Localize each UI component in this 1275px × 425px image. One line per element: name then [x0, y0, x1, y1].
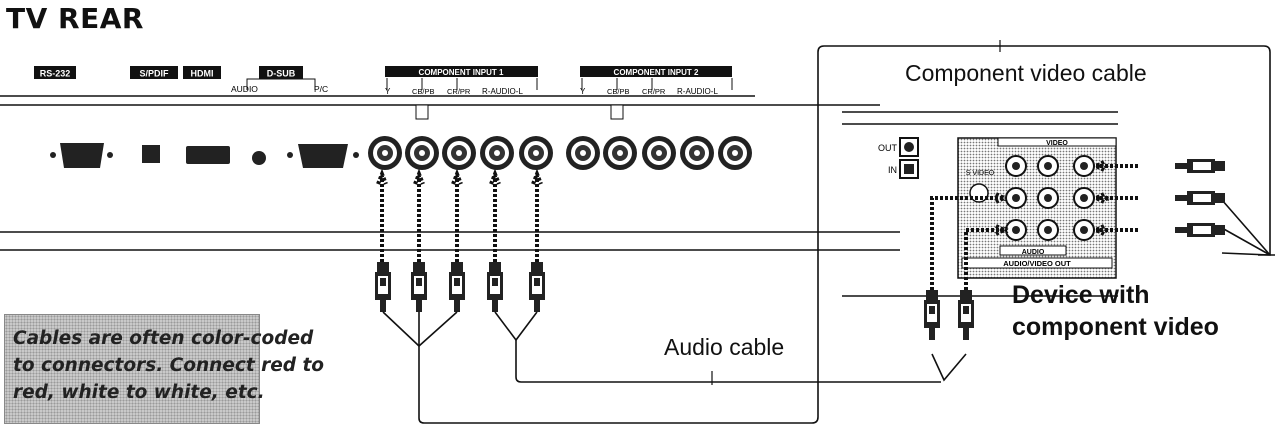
hdmi-label: HDMI	[191, 69, 214, 79]
device-label-line2: component video	[1012, 313, 1219, 341]
component-video-cable	[418, 45, 1271, 424]
hdmi-label-bg	[183, 66, 221, 79]
device-video-label: VIDEO	[1046, 140, 1068, 147]
comp2-label-bg	[580, 66, 732, 77]
comp2-audio: R-AUDIO-L	[677, 87, 718, 96]
spdif-label-bg	[130, 66, 178, 79]
comp1-audio-r-jack	[480, 136, 514, 170]
device-audio-label: AUDIO	[1022, 249, 1045, 256]
device-jacks	[1005, 155, 1095, 241]
component-cable-fan	[382, 311, 458, 348]
cables	[382, 40, 1275, 424]
device-svideo-label: S VIDEO	[966, 170, 995, 177]
comp2-label: COMPONENT INPUT 2	[614, 68, 699, 77]
comp1-y: Y	[385, 87, 391, 96]
dsub-pc-label: P/C	[314, 84, 328, 94]
tip-line2: to connectors. Connect red to	[13, 355, 325, 376]
device-plugs	[924, 159, 1225, 340]
comp1-pb: CB/PB	[412, 87, 435, 96]
comp2-audio-r-jack	[680, 136, 714, 170]
comp1-pr-jack	[442, 136, 476, 170]
comp2-pr: CR/PR	[642, 87, 666, 96]
arrows	[376, 168, 543, 262]
device-label: Device with component video	[1012, 279, 1219, 343]
device-out-label: OUT	[878, 143, 898, 153]
tv-ports	[50, 136, 752, 170]
dsub-label-bg	[259, 66, 303, 79]
component-cable-label: Component video cable	[905, 60, 1147, 86]
spdif-label: S/PDIF	[139, 69, 169, 79]
device-y-label: Y	[1102, 164, 1107, 171]
component-cable-fan-device	[1221, 199, 1275, 256]
rs232-port-icon	[50, 143, 113, 168]
comp2-audio-l-jack	[718, 136, 752, 170]
tv-plugs	[375, 168, 545, 312]
comp2-pr-jack	[642, 136, 676, 170]
audio-cable-label: Audio cable	[664, 334, 785, 360]
spdif-port-icon	[142, 145, 160, 163]
vga-port-icon	[287, 144, 359, 168]
tv-port-labels: RS-232 S/PDIF HDMI D-SUB AUDIO P/C COMPO…	[34, 66, 733, 120]
page-title: TV REAR	[6, 2, 144, 35]
comp1-label-bg	[385, 66, 538, 77]
hdmi-port-icon	[186, 146, 230, 164]
dsub-label: D-SUB	[267, 69, 296, 79]
device-panel: OUT IN VIDEO S VIDEO L R Y Pb Pr AUDIO A…	[842, 111, 1118, 297]
comp1-pb-jack	[405, 136, 439, 170]
audio-cable-fan-tv	[494, 311, 538, 342]
comp2-y-jack	[566, 136, 600, 170]
comp1-audio: R-AUDIO-L	[482, 87, 523, 96]
device-r-label: R	[1003, 226, 1009, 235]
dsub-audio-label: AUDIO	[231, 84, 258, 94]
device-pr-label: Pr	[1101, 228, 1109, 235]
audio-cable	[515, 340, 941, 383]
audio-cable-fan-device	[931, 353, 967, 382]
comp1-audio-l-jack	[519, 136, 553, 170]
rs232-label-bg	[34, 66, 76, 79]
tip-line1: Cables are often color-coded	[13, 328, 314, 349]
comp2-pb-jack	[603, 136, 637, 170]
comp1-label: COMPONENT INPUT 1	[419, 68, 504, 77]
comp2-y: Y	[580, 87, 586, 96]
rs232-label: RS-232	[40, 69, 71, 79]
device-l-label: L	[1003, 194, 1008, 203]
device-label-line1: Device with	[1012, 281, 1150, 309]
tip-line3: red, white to white, etc.	[13, 382, 265, 403]
comp1-y-jack	[368, 136, 402, 170]
tv-panel	[0, 95, 900, 251]
comp2-pb: CB/PB	[607, 87, 630, 96]
comp1-pr: CR/PR	[447, 87, 471, 96]
device-in-label: IN	[888, 165, 897, 175]
device-avout-label: AUDIO/VIDEO OUT	[1003, 259, 1071, 268]
tip-note: Cables are often color-coded to connecto…	[4, 314, 325, 424]
audio-jack-icon	[252, 151, 266, 165]
